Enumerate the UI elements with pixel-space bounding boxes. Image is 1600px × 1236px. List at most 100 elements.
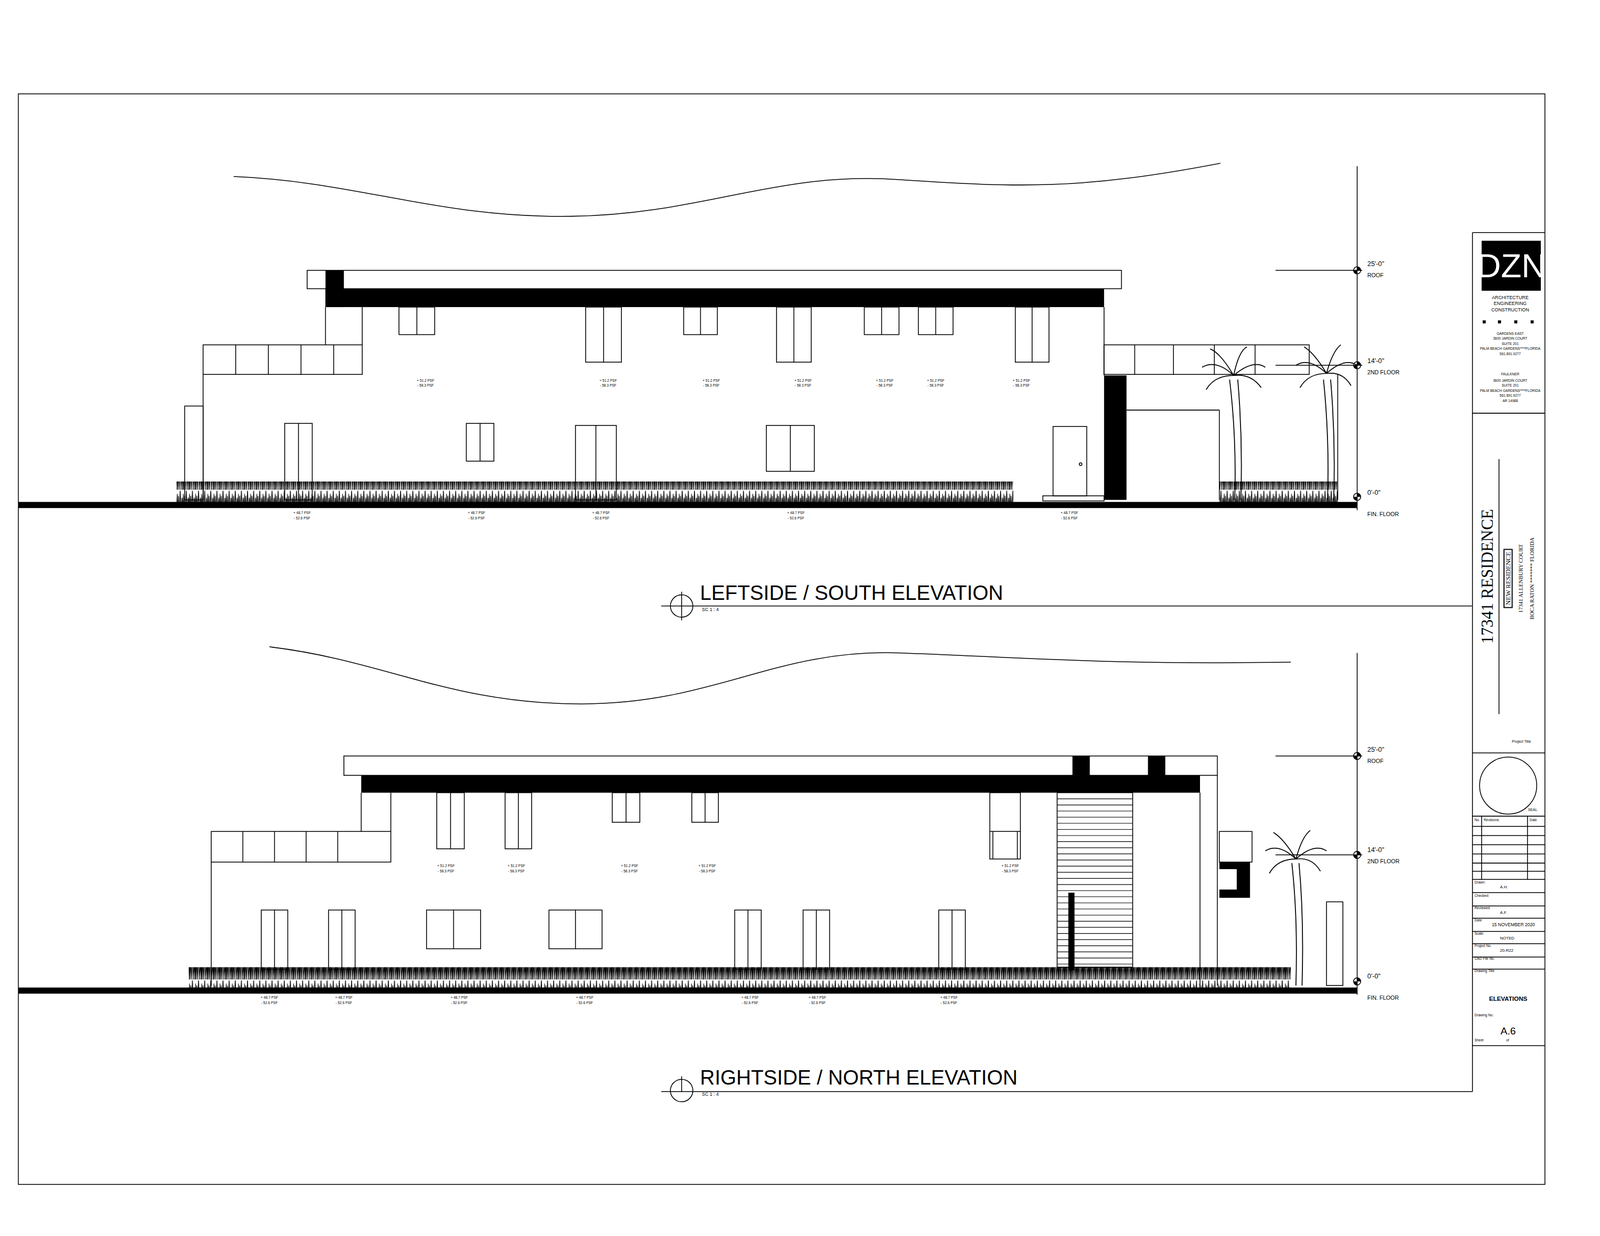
field-caption: Date xyxy=(1529,819,1538,823)
wind-pressure: + 51.2 PSF xyxy=(507,865,526,869)
stair-slat xyxy=(1057,890,1133,892)
level-name: ROOF xyxy=(1367,272,1384,279)
level-name: ROOF xyxy=(1367,758,1384,765)
wind-pressure: + 48.7 PSF xyxy=(467,512,486,516)
scale-note: SC 1 : 4 xyxy=(701,608,719,613)
field-caption: No. xyxy=(1474,819,1480,823)
view-title: RIGHTSIDE / NORTH ELEVATION xyxy=(700,1066,1018,1089)
wind-pressure: - 52.6 PSF xyxy=(940,1001,958,1006)
wind-pressure: + 51.2 PSF xyxy=(599,379,618,384)
stair-slat xyxy=(1057,872,1133,873)
scale-note: SC 1 : 4 xyxy=(701,1092,719,1098)
wind-pressure: + 51.2 PSF xyxy=(437,865,455,869)
level-height: 14'-0" xyxy=(1367,357,1385,365)
firm-tagline: ARCHITECTURE xyxy=(1491,294,1529,301)
stair-slat xyxy=(1057,847,1133,848)
view-title: LEFTSIDE / SOUTH ELEVATION xyxy=(700,581,1004,605)
field-caption: Reviewed: xyxy=(1474,907,1491,911)
level-height: 0'-0" xyxy=(1367,488,1381,496)
firm-tagline: CONSTRUCTION xyxy=(1491,307,1530,313)
office-address: PALM BEACH GARDENS****FLORIDA xyxy=(1480,389,1541,394)
logo-text: DZN xyxy=(1476,249,1547,283)
wind-pressure: - 58.3 PSF xyxy=(437,869,455,874)
wind-pressure: - 58.3 PSF xyxy=(1013,384,1030,389)
stair-slat xyxy=(1057,804,1133,806)
wind-pressure: + 48.7 PSF xyxy=(940,996,958,1001)
wind-pressure: + 51.2 PSF xyxy=(417,379,435,384)
office-address: PALM BEACH GARDENS****FLORIDA xyxy=(1480,347,1541,352)
firm-tagline: ENGINEERING xyxy=(1493,300,1527,307)
wind-pressure: - 52.6 PSF xyxy=(468,516,485,521)
office-address: FAULKNER xyxy=(1501,373,1520,378)
office-address: 561.891.9277 xyxy=(1499,353,1522,357)
office-address: 3600 JARDIN COURT xyxy=(1492,337,1527,342)
field-caption: Scale: xyxy=(1474,932,1485,937)
wind-pressure: - 52.6 PSF xyxy=(809,1001,826,1006)
level-name: FIN. FLOOR xyxy=(1367,511,1399,518)
project-title: 17341 RESIDENCE xyxy=(1478,509,1498,645)
stair-slat xyxy=(1057,884,1133,885)
wind-pressure: + 48.7 PSF xyxy=(334,996,353,1001)
wind-pressure: - 58.3 PSF xyxy=(508,869,525,874)
wind-pressure: + 51.2 PSF xyxy=(702,379,720,384)
wind-pressure: + 48.7 PSF xyxy=(787,512,805,516)
field-caption: Drawn: xyxy=(1474,881,1486,886)
project-address: 17341 ALLENBURY COURT xyxy=(1517,544,1524,613)
wind-pressure: + 51.2 PSF xyxy=(698,865,717,869)
field-value: 20-R22 xyxy=(1500,948,1514,954)
field-caption: Revisions: xyxy=(1483,819,1500,823)
wind-pressure: - 52.6 PSF xyxy=(335,1001,352,1006)
level-height: 0'-0" xyxy=(1367,972,1381,980)
level-name: 2ND FLOOR xyxy=(1367,369,1400,376)
wind-pressure: - 52.6 PSF xyxy=(576,1001,594,1006)
wind-pressure: - 52.6 PSF xyxy=(741,1001,759,1006)
wind-pressure: + 51.2 PSF xyxy=(1012,379,1031,384)
wind-pressure: - 58.3 PSF xyxy=(621,869,638,874)
logo-box: DZN xyxy=(1481,241,1541,292)
stair-slat xyxy=(1057,841,1133,843)
drawing-number: A.6 xyxy=(1500,1025,1516,1037)
wind-pressure: + 48.7 PSF xyxy=(808,996,827,1001)
level-height: 25'-0" xyxy=(1367,260,1385,268)
level-height: 25'-0" xyxy=(1367,746,1385,754)
wind-pressure: + 51.2 PSF xyxy=(620,865,639,869)
field-caption: Date xyxy=(1474,919,1483,924)
wind-pressure: + 48.7 PSF xyxy=(576,996,594,1001)
wind-pressure: - 58.3 PSF xyxy=(600,384,617,389)
office-address: 561.891.9277 xyxy=(1499,394,1522,399)
level-height: 14'-0" xyxy=(1367,845,1385,854)
stair-slat xyxy=(1057,835,1133,836)
wind-pressure: + 48.7 PSF xyxy=(1060,512,1079,516)
wind-pressure: + 48.7 PSF xyxy=(450,996,469,1001)
stair-slat xyxy=(1057,810,1133,812)
field-caption: Sheet xyxy=(1474,1040,1484,1044)
stair-slat xyxy=(1057,853,1133,855)
wind-pressure: - 58.3 PSF xyxy=(927,384,944,389)
wind-pressure: + 51.2 PSF xyxy=(1001,865,1020,869)
wind-pressure: - 58.3 PSF xyxy=(417,384,434,389)
wind-pressure: + 51.2 PSF xyxy=(875,379,894,384)
office-address: GARDENS EAST xyxy=(1496,332,1524,337)
field-value: NOTED xyxy=(1500,936,1515,941)
wind-pressure: + 48.7 PSF xyxy=(293,512,311,516)
stair-slat xyxy=(1057,866,1133,867)
wind-pressure: - 58.3 PSF xyxy=(876,384,893,389)
wind-pressure: + 48.7 PSF xyxy=(260,996,279,1001)
stair-slat xyxy=(1057,829,1133,830)
wind-pressure: - 52.6 PSF xyxy=(293,516,311,521)
wind-pressure: - 52.6 PSF xyxy=(592,516,610,521)
wind-pressure: - 58.3 PSF xyxy=(698,869,716,874)
field-caption: Project No. xyxy=(1474,945,1492,949)
drawing-title: ELEVATIONS xyxy=(1489,995,1528,1003)
wind-pressure: + 48.7 PSF xyxy=(741,996,759,1001)
field-value: A.H. xyxy=(1500,885,1509,891)
stair-slat xyxy=(1057,822,1133,824)
wind-pressure: - 52.6 PSF xyxy=(787,516,805,521)
field-caption: of xyxy=(1506,1040,1509,1044)
field-caption: Drawing No. xyxy=(1474,1014,1494,1019)
field-caption: SEAL xyxy=(1528,809,1538,814)
level-name: FIN. FLOOR xyxy=(1367,994,1399,1002)
office-address: SUITE 201 xyxy=(1501,342,1519,347)
office-address: 3600 JARDIN COURT xyxy=(1492,379,1527,384)
